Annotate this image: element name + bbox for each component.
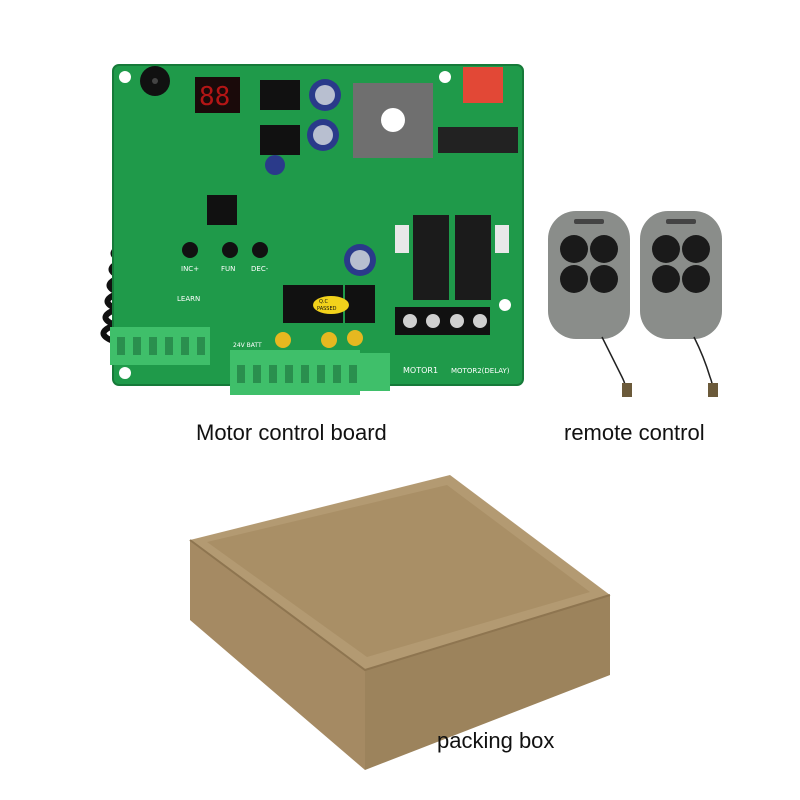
motor-control-board: 88 INC+ FUN DEC- LEARN Q.C PASSED MOTOR1…	[100, 64, 524, 395]
red-power-connector	[463, 67, 503, 103]
microcontroller-chip	[207, 195, 237, 225]
terminal-block-small	[360, 353, 390, 391]
seven-segment-display	[195, 77, 240, 113]
motor1-label: MOTOR1	[403, 366, 438, 375]
svg-text:88: 88	[199, 82, 230, 112]
caption-remote-control: remote control	[564, 420, 705, 445]
terminal-block-left	[110, 327, 210, 365]
relay-2	[455, 215, 491, 300]
packing-box	[189, 475, 611, 770]
batt-label: 24V BATT	[233, 342, 262, 349]
passed-label: PASSED	[317, 306, 337, 312]
remote-controls	[548, 211, 722, 397]
caption-packing-box: packing box	[437, 728, 555, 753]
fun-button	[222, 242, 238, 258]
qc-passed-sticker	[313, 296, 349, 314]
qc-label: Q.C	[319, 299, 329, 305]
inc-button	[182, 242, 198, 258]
learn-label: LEARN	[177, 295, 200, 303]
remote-control-right	[640, 211, 722, 397]
dec-label: DEC-	[251, 265, 269, 273]
motor2-label: MOTOR2(DELAY)	[451, 367, 510, 375]
fun-label: FUN	[221, 265, 235, 273]
dec-button	[252, 242, 268, 258]
caption-motor-control-board: Motor control board	[196, 420, 387, 445]
inc-label: INC+	[181, 265, 199, 273]
remote-control-left	[548, 211, 632, 397]
relay-1	[413, 215, 449, 300]
